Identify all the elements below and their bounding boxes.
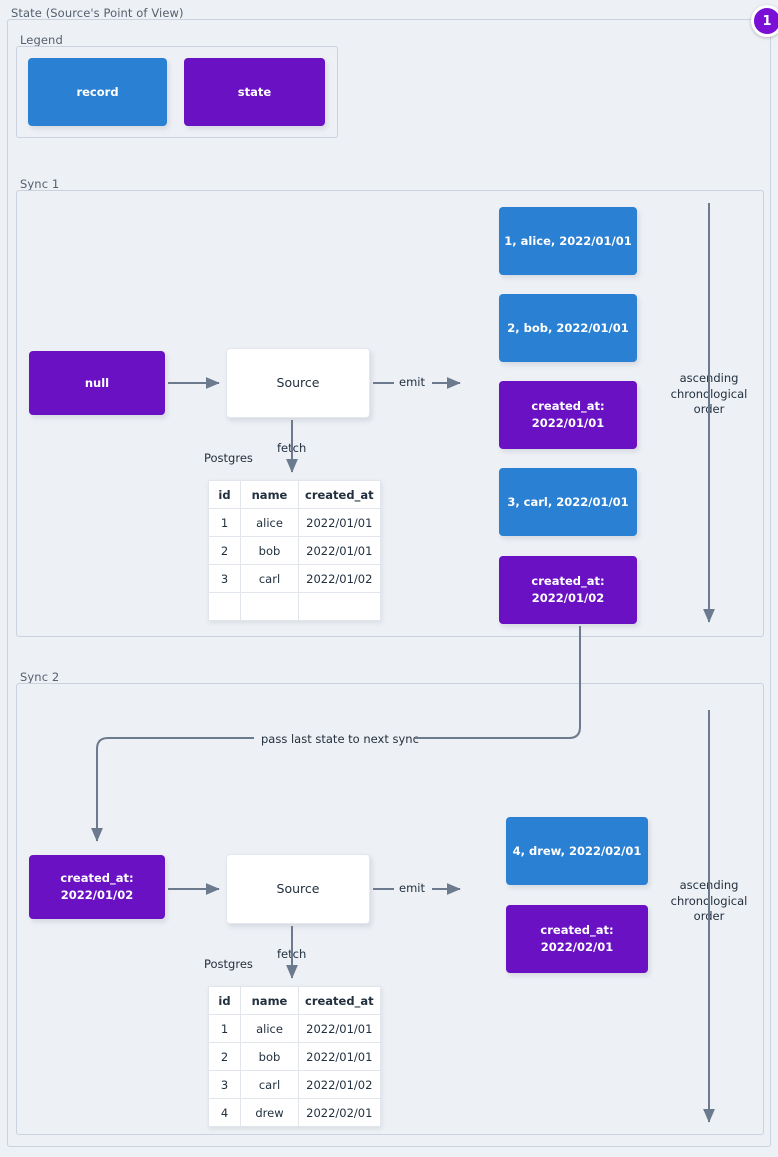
cell-name: carl	[240, 1070, 299, 1099]
sync2-input-state: created_at: 2022/01/02	[29, 855, 165, 919]
cell-id	[208, 592, 241, 621]
cell-id: 3	[208, 564, 241, 593]
sync1-emit-label: emit	[396, 375, 428, 389]
th-name: name	[240, 480, 299, 509]
table-header-row: id name created_at	[208, 986, 381, 1015]
sync1-input-state: null	[29, 351, 165, 415]
sync2-emitted-record-1: 4, drew, 2022/02/01	[506, 817, 648, 885]
step-badge[interactable]: 1	[751, 5, 778, 37]
table-row: 4 drew 2022/02/01	[208, 1098, 381, 1127]
table-header-row: id name created_at	[208, 480, 381, 509]
cell-created-at: 2022/01/01	[298, 1042, 381, 1071]
sync2-pass-state-label: pass last state to next sync	[258, 732, 422, 746]
th-id: id	[208, 986, 241, 1015]
cell-id: 1	[208, 1014, 241, 1043]
table-row: 1 alice 2022/01/01	[208, 1014, 381, 1043]
sync1-emitted-state-1: created_at: 2022/01/01	[499, 381, 637, 449]
cell-id: 2	[208, 536, 241, 565]
table-row: 2 bob 2022/01/01	[208, 536, 381, 565]
sync2-title: Sync 2	[18, 670, 64, 684]
sync2-db-label: Postgres	[204, 957, 253, 971]
th-id: id	[208, 480, 241, 509]
cell-name	[240, 592, 299, 621]
th-name: name	[240, 986, 299, 1015]
cell-id: 3	[208, 1070, 241, 1099]
legend-title: Legend	[18, 33, 67, 47]
cell-name: bob	[240, 1042, 299, 1071]
sync2-postgres-table: id name created_at 1 alice 2022/01/01 2 …	[208, 986, 381, 1127]
table-row: 3 carl 2022/01/02	[208, 1070, 381, 1099]
sync2-emit-label: emit	[396, 881, 428, 895]
sync1-emitted-record-1: 1, alice, 2022/01/01	[499, 207, 637, 275]
legend-swatch-record: record	[28, 58, 167, 126]
sync1-emitted-record-3: 3, carl, 2022/01/01	[499, 468, 637, 536]
cell-id: 2	[208, 1042, 241, 1071]
cell-created-at: 2022/01/02	[298, 564, 381, 593]
cell-created-at: 2022/01/01	[298, 536, 381, 565]
cell-name: alice	[240, 508, 299, 537]
sync2-order-label: ascending chronological order	[663, 878, 755, 925]
th-created-at: created_at	[298, 986, 381, 1015]
cell-id: 4	[208, 1098, 241, 1127]
sync1-source-box: Source	[226, 348, 370, 418]
cell-id: 1	[208, 508, 241, 537]
sync2-emitted-state-1: created_at: 2022/02/01	[506, 905, 648, 973]
cell-name: bob	[240, 536, 299, 565]
sync1-emitted-state-2: created_at: 2022/01/02	[499, 556, 637, 624]
sync1-emitted-record-2: 2, bob, 2022/01/01	[499, 294, 637, 362]
sync1-postgres-table: id name created_at 1 alice 2022/01/01 2 …	[208, 480, 381, 621]
table-row: 2 bob 2022/01/01	[208, 1042, 381, 1071]
cell-created-at: 2022/02/01	[298, 1098, 381, 1127]
cell-name: alice	[240, 1014, 299, 1043]
table-row: 1 alice 2022/01/01	[208, 508, 381, 537]
legend-swatch-state: state	[184, 58, 325, 126]
cell-created-at: 2022/01/01	[298, 508, 381, 537]
table-row: 3 carl 2022/01/02	[208, 564, 381, 593]
sync1-fetch-label: fetch	[277, 441, 307, 455]
table-row	[208, 592, 381, 621]
sync2-fetch-label: fetch	[277, 947, 307, 961]
cell-name: carl	[240, 564, 299, 593]
sync1-order-label: ascending chronological order	[663, 371, 755, 418]
cell-created-at: 2022/01/01	[298, 1014, 381, 1043]
th-created-at: created_at	[298, 480, 381, 509]
cell-name: drew	[240, 1098, 299, 1127]
sync1-title: Sync 1	[18, 177, 64, 191]
sync2-source-box: Source	[226, 854, 370, 924]
sync1-db-label: Postgres	[204, 451, 253, 465]
cell-created-at: 2022/01/02	[298, 1070, 381, 1099]
page-title: State (Source's Point of View)	[9, 6, 188, 20]
cell-created-at	[298, 592, 381, 621]
